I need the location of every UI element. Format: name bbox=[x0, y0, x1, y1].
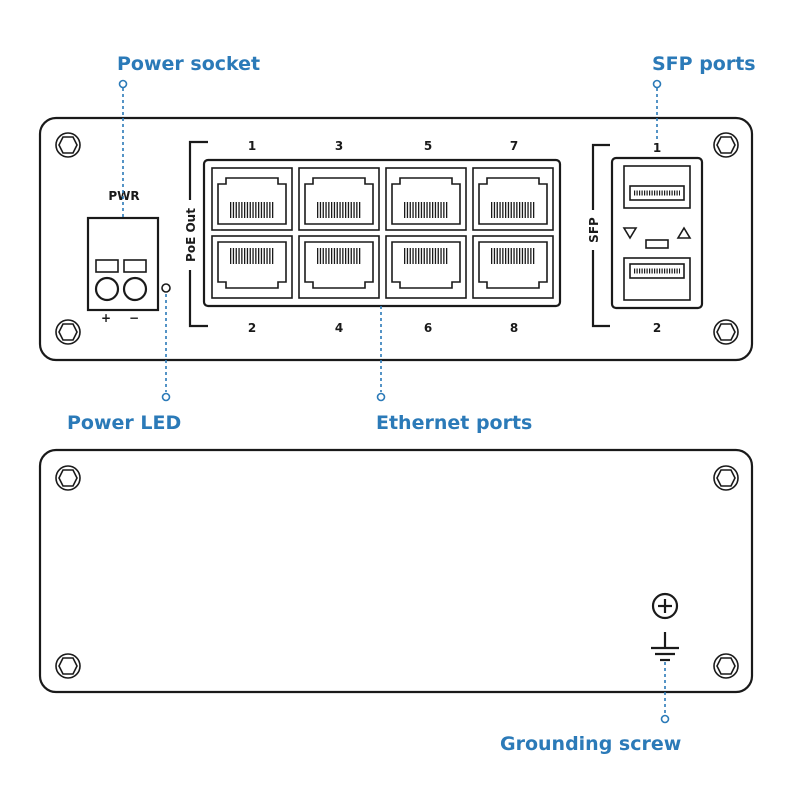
power-socket-callout-label: Power socket bbox=[117, 53, 260, 75]
front-panel: PWR + − PoE Out 1 3 5 7 2 4 6 8 SFP bbox=[38, 116, 754, 362]
grounding-screw-icon bbox=[651, 592, 679, 620]
ethernet-port-number: 4 bbox=[335, 321, 343, 335]
poe-label-bg bbox=[180, 200, 200, 270]
power-led bbox=[161, 283, 171, 293]
ethernet-port-icon bbox=[472, 167, 554, 231]
plus-label: + bbox=[101, 311, 111, 325]
ethernet-block bbox=[202, 158, 562, 308]
screw-icon bbox=[713, 319, 739, 345]
screw-icon bbox=[713, 465, 739, 491]
ethernet-ports-callout-label: Ethernet ports bbox=[376, 412, 532, 434]
ethernet-port-icon bbox=[298, 235, 380, 299]
sfp-ports-callout-label: SFP ports bbox=[652, 53, 756, 75]
ethernet-port-number: 7 bbox=[510, 139, 518, 153]
screw-icon bbox=[713, 132, 739, 158]
screw-icon bbox=[55, 319, 81, 345]
sfp-label: SFP bbox=[587, 217, 601, 243]
ethernet-port-icon bbox=[385, 235, 467, 299]
back-panel bbox=[38, 448, 754, 694]
front-panel-outline bbox=[38, 116, 754, 362]
callout-ethernet-ports: Ethernet ports bbox=[376, 306, 532, 434]
ethernet-port-icon bbox=[211, 167, 293, 231]
sfp-cage bbox=[610, 156, 704, 310]
sfp-port-number: 2 bbox=[653, 321, 661, 335]
back-panel-outline bbox=[38, 448, 754, 694]
screw-icon bbox=[713, 653, 739, 679]
screw-icon bbox=[55, 132, 81, 158]
sfp-port-number: 1 bbox=[653, 141, 661, 155]
callout-grounding-screw: Grounding screw bbox=[500, 662, 681, 755]
pwr-label: PWR bbox=[108, 189, 139, 203]
sfp-up-arrow-icon bbox=[676, 226, 692, 239]
screw-icon bbox=[55, 653, 81, 679]
ground-symbol-icon bbox=[651, 632, 679, 662]
sfp-label-bg bbox=[583, 210, 603, 250]
ethernet-port-icon bbox=[472, 235, 554, 299]
ethernet-port-number: 5 bbox=[424, 139, 432, 153]
callout-power-socket: Power socket bbox=[117, 53, 260, 218]
ethernet-port-number: 3 bbox=[335, 139, 343, 153]
callout-power-led: Power LED bbox=[67, 294, 181, 434]
ethernet-ports bbox=[211, 167, 554, 299]
minus-label: − bbox=[129, 311, 139, 325]
power-led-callout-label: Power LED bbox=[67, 412, 181, 434]
ethernet-port-number: 8 bbox=[510, 321, 518, 335]
ethernet-port-number: 6 bbox=[424, 321, 432, 335]
grounding-screw-callout-label: Grounding screw bbox=[500, 733, 681, 755]
ethernet-port-number: 1 bbox=[248, 139, 256, 153]
ethernet-port-icon bbox=[385, 167, 467, 231]
sfp-down-arrow-icon bbox=[622, 227, 638, 240]
ethernet-port-icon bbox=[298, 167, 380, 231]
power-socket bbox=[86, 216, 160, 312]
ethernet-port-number: 2 bbox=[248, 321, 256, 335]
callout-sfp-ports: SFP ports bbox=[652, 53, 756, 140]
poe-label: PoE Out bbox=[184, 208, 198, 262]
screw-icon bbox=[55, 465, 81, 491]
ethernet-port-icon bbox=[211, 235, 293, 299]
